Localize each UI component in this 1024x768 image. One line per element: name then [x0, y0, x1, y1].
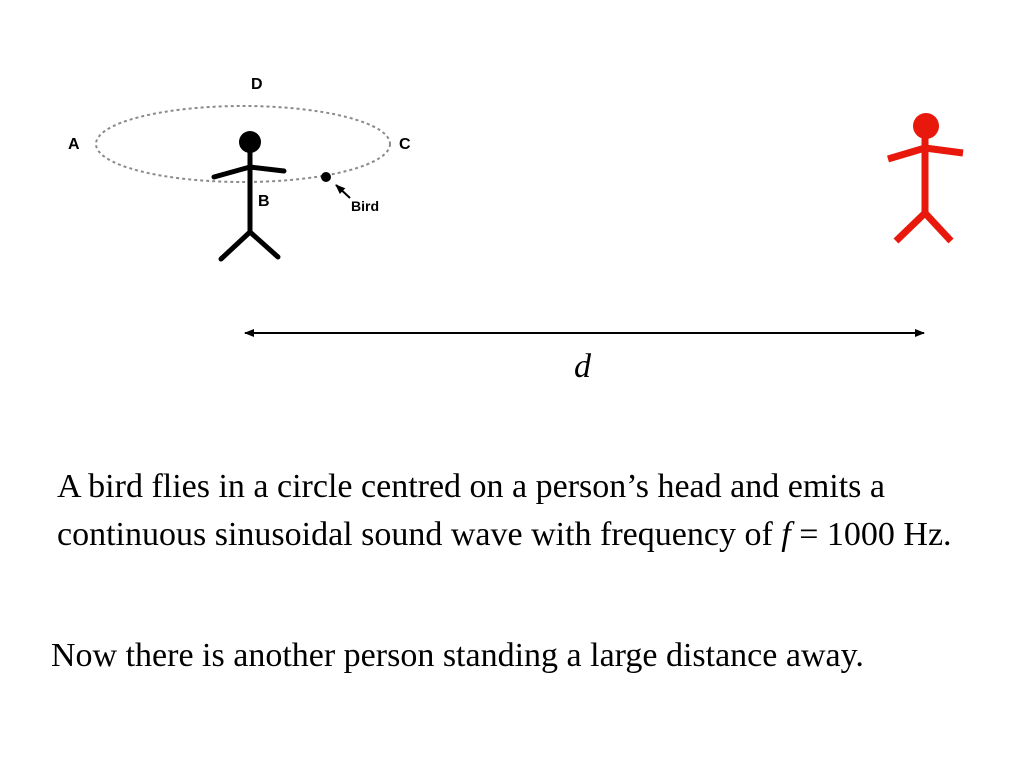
second-person-arm-right — [924, 144, 964, 157]
bird-pointer-arrow — [335, 184, 351, 199]
second-person-arm-left — [887, 144, 926, 163]
first-person-leg-left — [218, 229, 253, 262]
second-person-leg-right — [922, 210, 954, 244]
first-person-leg-right — [247, 229, 281, 260]
frequency-variable: f — [781, 516, 791, 553]
label-c: C — [399, 136, 411, 153]
description-text-start: A bird flies in a circle centred on a pe… — [57, 468, 885, 553]
label-b: B — [258, 193, 270, 210]
label-a: A — [68, 136, 80, 153]
first-person-head — [239, 131, 261, 153]
description-paragraph: A bird flies in a circle centred on a pe… — [57, 463, 957, 559]
second-person-head — [913, 113, 939, 139]
second-person-leg-left — [893, 210, 928, 244]
distance-label: d — [574, 348, 592, 385]
first-person-arm-left — [211, 164, 253, 180]
label-d: D — [251, 76, 263, 93]
second-person-paragraph: Now there is another person standing a l… — [51, 637, 864, 674]
description-text-end: = 1000 Hz. — [790, 516, 952, 553]
first-person — [211, 131, 287, 262]
first-person-arm-right — [247, 164, 287, 174]
second-person — [887, 113, 964, 244]
bird-label: Bird — [351, 198, 379, 214]
bird-dot — [321, 172, 331, 182]
bird-orbit — [95, 105, 391, 183]
